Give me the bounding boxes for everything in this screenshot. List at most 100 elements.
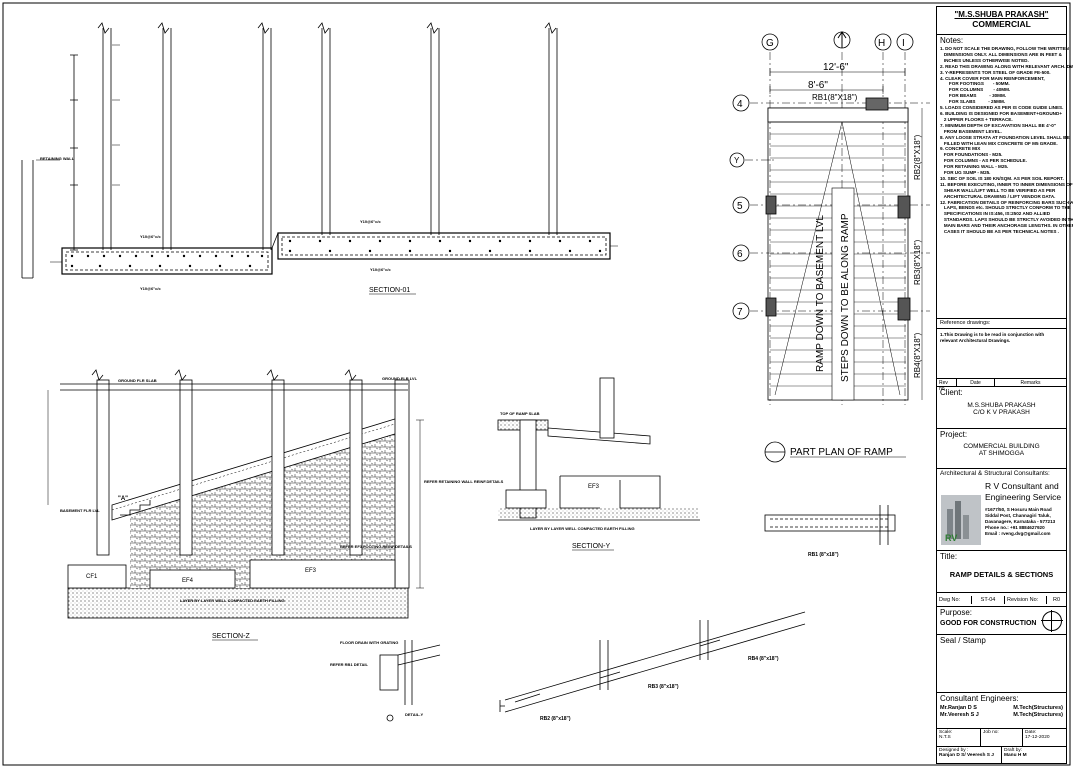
rv-logo: RV: [941, 495, 981, 545]
building-type: COMMERCIAL: [972, 19, 1031, 29]
dwg-no-label: Dwg No:: [937, 595, 972, 604]
note-line: INCHES UNLESS OTHERWISE NOTED.: [940, 57, 1029, 63]
note-line: SPECIFICATIONS IN IS:456, IS:2502 AND AL…: [940, 211, 1051, 217]
ramp-down-label: RAMP DOWN TO BASEMENT LVL: [815, 215, 826, 372]
note-line: 2. READ THIS DRAWING ALONG WITH RELEVANT…: [940, 63, 1073, 69]
date-value: 17-12-2020: [1025, 735, 1050, 740]
firm-address-line: Siddal Post, Channagiri Taluk,: [985, 513, 1051, 518]
note-line: FOR FOUNDATIONS - M25.: [940, 152, 1003, 158]
note-line: STANDARDS. LAPS SHOULD BE STRICTLY AVOID…: [940, 217, 1073, 223]
note-line: 8. ANY LOOSE STRATA AT FOUNDATION LEVEL …: [940, 134, 1070, 140]
retaining-wall-label: RETAINING WALL: [40, 156, 75, 161]
grid-5-label: 5: [737, 201, 743, 212]
note-line: CASES IT SHOULD BE AS PER TECHNICAL NOTE…: [940, 229, 1059, 235]
detail-y-labels: FLOOR DRAIN WITH GRATING REFER RB1 DETAI…: [330, 640, 423, 717]
note-line: 9. CONCRETE MIX: [940, 146, 981, 152]
ef3-label-z: EF3: [305, 568, 317, 574]
purpose-value: GOOD FOR CONSTRUCTION: [940, 620, 1037, 627]
rb4-detail-label: RB4 (8"x18"): [748, 656, 779, 662]
steps-down-label: STEPS DOWN TO BE ALONG RAMP: [840, 213, 851, 382]
section-z-title: SECTION-Z: [212, 633, 250, 640]
owner-title: "M.S.SHUBA PRAKASH": [954, 10, 1049, 19]
note-line: 6. BUILDING IS DESIGNED FOR BASEMENT+GRO…: [940, 110, 1063, 116]
dwg-no-value: ST-04: [972, 595, 1005, 604]
top-of-ramp-label: TOP OF RAMP SLAB: [500, 411, 540, 416]
section-01-rebar-dots: [70, 239, 602, 268]
section-y-drawing: [497, 377, 700, 521]
rb4-plan-label: RB4(8"X18"): [913, 332, 922, 378]
note-line: LAPS, BENDS etc. SHOULD STRICTLY CONFORM…: [940, 205, 1071, 211]
firm-address-line: Davanagere, Karnataka - 577213: [985, 519, 1056, 524]
ef3-label-y: EF3: [588, 484, 600, 490]
project-line2: AT SHIMOGGA: [978, 450, 1025, 457]
engineer2-qualification: M.Tech(Structures): [1013, 712, 1063, 718]
note-line: FROM BASEMENT LEVEL.: [940, 128, 1002, 134]
seal-label: Seal / Stamp: [940, 636, 986, 645]
grid-y-label: Y: [734, 156, 740, 165]
date-label: Date:: [1025, 730, 1037, 735]
section-y-title: SECTION-Y: [572, 543, 610, 550]
plan-title: PART PLAN OF RAMP: [790, 447, 893, 458]
ground-flr-slab-label: GROUND FLR SLAB: [118, 378, 157, 383]
ramp-plan-labels: G H I 4 5 6 7 Y 12'-6" 8'-6" RB1(8"X18")…: [734, 38, 922, 458]
job-no-label: Job no:: [983, 730, 999, 735]
note-line: 11. BEFORE EXECUTING, INNER TO INNER DIM…: [940, 181, 1073, 187]
note-line: 1. DO NOT SCALE THE DRAWING, FOLLOW THE …: [940, 46, 1069, 51]
project-label: Project:: [940, 430, 968, 439]
consultants-label: Architectural & Structural Consultants:: [940, 470, 1050, 477]
note-line: FOR COLUMNS - 40MM.: [940, 87, 1011, 93]
note-line: FOR FOOTINGS - 50MM.: [940, 81, 1010, 87]
designed-label: Designed by :: [939, 748, 969, 753]
engineer1-name: Mr.Ranjan D S: [940, 705, 977, 711]
rb1-detail-drawing: [764, 505, 896, 545]
project-line1: COMMERCIAL BUILDING: [963, 443, 1040, 450]
firm-name-line1: R V Consultant and: [985, 481, 1059, 491]
ramp-beams-drawing: [499, 611, 806, 713]
rb1-plan-label: RB1(8"X18"): [812, 93, 858, 102]
notes-heading: Notes:: [940, 36, 964, 45]
rb2-detail-label: RB2 (8"x18"): [540, 716, 571, 722]
note-line: FOR SLABS - 25MM.: [940, 99, 1006, 105]
grid-4-label: 4: [737, 99, 743, 110]
title-block: "M.S.SHUBA PRAKASH" COMMERCIAL Notes: 1.…: [936, 6, 1073, 764]
ef4-label: EF4: [182, 578, 194, 584]
section-z-drawing: [47, 369, 424, 619]
note-line: 3. Y-REPRESENTS TOR STEEL OF GRADE FE-50…: [940, 69, 1051, 75]
refer-retaining-label: REFER RETAINING WALL REINF.DETAILS: [424, 479, 504, 484]
slab-bar-label-3: Y10@6"c/c: [140, 286, 161, 291]
rev-no-header: Rev no: [937, 379, 957, 392]
section-01-drawing: [21, 22, 618, 279]
reference-text: 1.This Drawing is to be read in conjunct…: [940, 332, 1045, 343]
notes-list: 1. DO NOT SCALE THE DRAWING, FOLLOW THE …: [937, 46, 1073, 235]
grid-h-label: H: [878, 38, 885, 49]
slab-bar-label-1: Y10@6"c/c: [140, 234, 161, 239]
ground-flr-lvl-label: GROUND FLR LVL: [382, 376, 418, 381]
section-01-title: SECTION-01: [369, 287, 410, 294]
scale-label: Scale:: [939, 730, 953, 735]
note-line: MAIN BARS AND THEIR ANCHORAGE LENGTHS. I…: [940, 223, 1073, 229]
note-line: SHEAR WALL/LIFT WELL TO BE VERIFIED AS P…: [940, 187, 1056, 193]
cf1-label: CF1: [86, 574, 98, 580]
section-01-labels: RETAINING WALL Y10@6"c/c Y10@6"c/c Y10@6…: [40, 156, 410, 294]
note-line: ARCHITECTURAL DRAWING / LIFT VENDOR DATA…: [940, 193, 1056, 199]
layer-fill-label-z: LAYER BY LAYER WELL COMPACTED EARTH FILL…: [180, 598, 285, 603]
note-line: 5. LOADS CONSIDERED AS PER IS CODE GUIDE…: [940, 105, 1064, 111]
purpose-label: Purpose:: [940, 608, 973, 617]
note-line: 12. FABRICATION DETAILS OF REINFORCING B…: [940, 199, 1073, 205]
firm-address-line: #1677/50, S Hosuru Main Road: [985, 507, 1052, 512]
note-line: 7. MINIMUM DEPTH OF EXCAVATION SHALL BE …: [940, 122, 1056, 128]
detail-y-title: DETAIL-Y: [405, 712, 423, 717]
revision-label: Revision No:: [1005, 595, 1047, 604]
grid-7-label: 7: [737, 307, 743, 318]
north-symbol-icon: [1041, 610, 1063, 632]
detail-y-drawing: [379, 640, 441, 722]
rb3-plan-label: RB3(8"X18"): [913, 239, 922, 285]
reference-heading: Reference drawings:: [940, 320, 991, 326]
drafted-label: Draft by:: [1004, 748, 1023, 753]
note-line: FILLED WITH LEAN MIX CONCRETE OF M5 GRAD…: [940, 140, 1058, 146]
firm-name-line2: Engineering Service: [985, 492, 1062, 502]
engineers-label: Consultant Engineers:: [940, 694, 1019, 703]
date-header: Date: [957, 379, 995, 387]
drafted-value: Manu H M: [1004, 753, 1027, 758]
